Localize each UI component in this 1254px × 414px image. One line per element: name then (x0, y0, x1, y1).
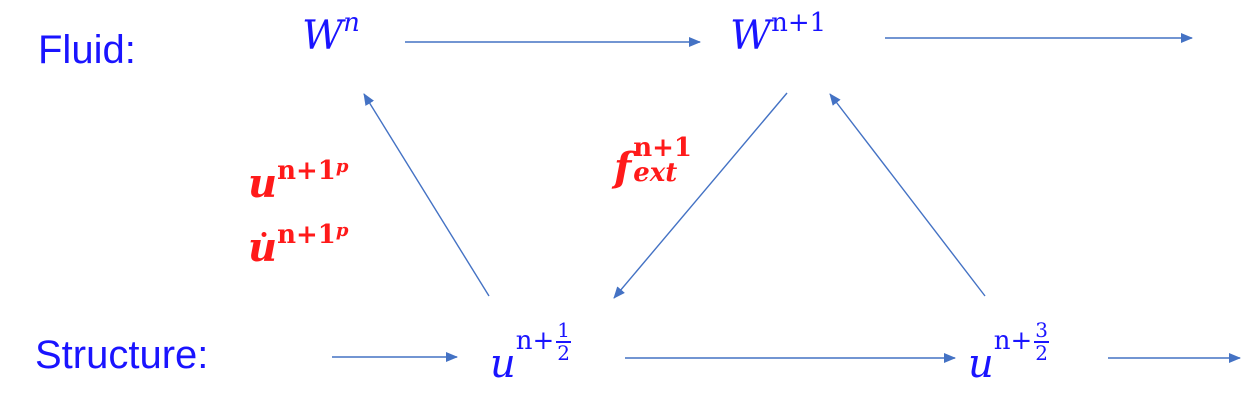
annotation-predicted-displacement-base: u (248, 160, 278, 207)
annotation-external-force-sup: n+1 (633, 133, 692, 163)
annotation-external-force-sub: ext (633, 157, 678, 188)
structure-label: Structure: (35, 333, 209, 377)
annotation-predicted-displacement-sup: n+1 (277, 156, 336, 186)
arrow-wn1-to-u-half (613, 92, 788, 299)
annotation-predicted-velocity-pexp: p (335, 220, 349, 241)
node-w-n1-base: W (730, 13, 772, 59)
annotation-predicted-velocity-sup: n+1 (277, 220, 336, 250)
arrow-u-half-to-wn (363, 93, 490, 297)
node-u-half-sup: n+ (515, 326, 555, 356)
node-u-half-base: u (490, 341, 516, 387)
node-w-n-sup: n (343, 8, 360, 38)
node-u-three-half-frac-num: 3 (1034, 318, 1050, 343)
node-u-three-half-base: u (968, 341, 994, 387)
annotation-predicted-velocity-base: u (248, 224, 278, 271)
fluid-label: Fluid: (38, 28, 136, 72)
node-w-n1: Wn+1 (730, 10, 826, 59)
node-u-half-frac-den: 2 (557, 341, 571, 365)
node-u-half-frac-num: 1 (556, 318, 572, 343)
node-u-three-half-frac-den: 2 (1035, 341, 1049, 365)
annotation-predicted-velocity: un+1p (248, 222, 348, 271)
annotation-external-force-base: f (614, 144, 632, 191)
arrow-u-three-half-to-wn1 (829, 93, 986, 297)
annotation-predicted-displacement: un+1p (248, 158, 348, 204)
node-u-three-half-sup: n+ (993, 326, 1033, 356)
annotation-predicted-displacement-pexp: p (335, 156, 349, 177)
node-w-n1-sup: n+1 (771, 8, 827, 38)
node-w-n: Wn (302, 10, 360, 59)
node-w-n-base: W (302, 13, 344, 59)
